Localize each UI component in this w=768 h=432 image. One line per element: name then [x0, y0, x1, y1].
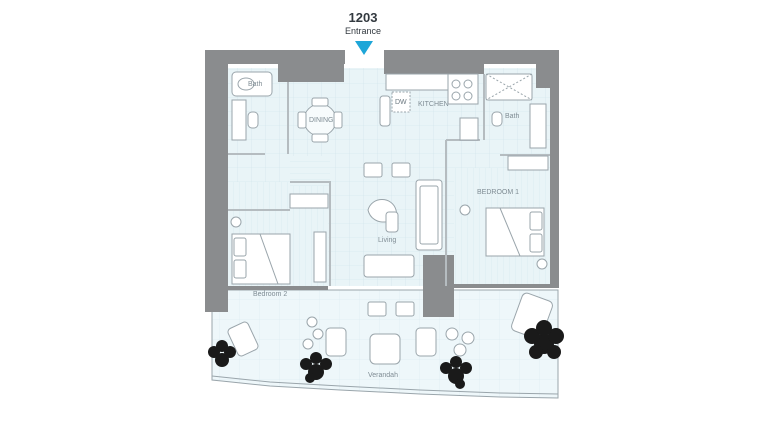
kitchen-counter [379, 73, 479, 141]
entrance-arrow-icon [355, 41, 373, 55]
bedroom-2-bed [230, 216, 327, 285]
entrance-label: Entrance [345, 26, 381, 36]
living-label: Living [378, 237, 396, 244]
bath-left-fixtures [231, 71, 273, 141]
outer-walls [205, 50, 559, 317]
wardrobes [289, 155, 549, 209]
dining-table [297, 97, 343, 143]
dishwasher-label: DW [395, 99, 407, 106]
plant-icon [524, 320, 564, 359]
interior-walls [228, 74, 550, 286]
bedroom-1-label: BEDROOM 1 [477, 189, 519, 196]
bath-left-label: Bath [248, 81, 263, 88]
verandah-label: Verandah [368, 372, 398, 379]
plant-icon [440, 356, 472, 389]
kitchen-label: KITCHEN [418, 101, 449, 108]
bedroom-1-bed [459, 204, 548, 270]
verandah-furniture [227, 292, 553, 365]
living-furniture [363, 162, 443, 278]
bath-right-fixtures [485, 73, 547, 149]
plant-icon [208, 340, 236, 367]
unit-number: 1203 [349, 10, 378, 25]
bath-right-label: Bath [505, 113, 520, 120]
bedroom-2-label: Bedroom 2 [253, 291, 287, 298]
plant-icon [300, 352, 332, 383]
dining-label: DINING [309, 117, 334, 124]
verandah-rail [211, 375, 559, 395]
